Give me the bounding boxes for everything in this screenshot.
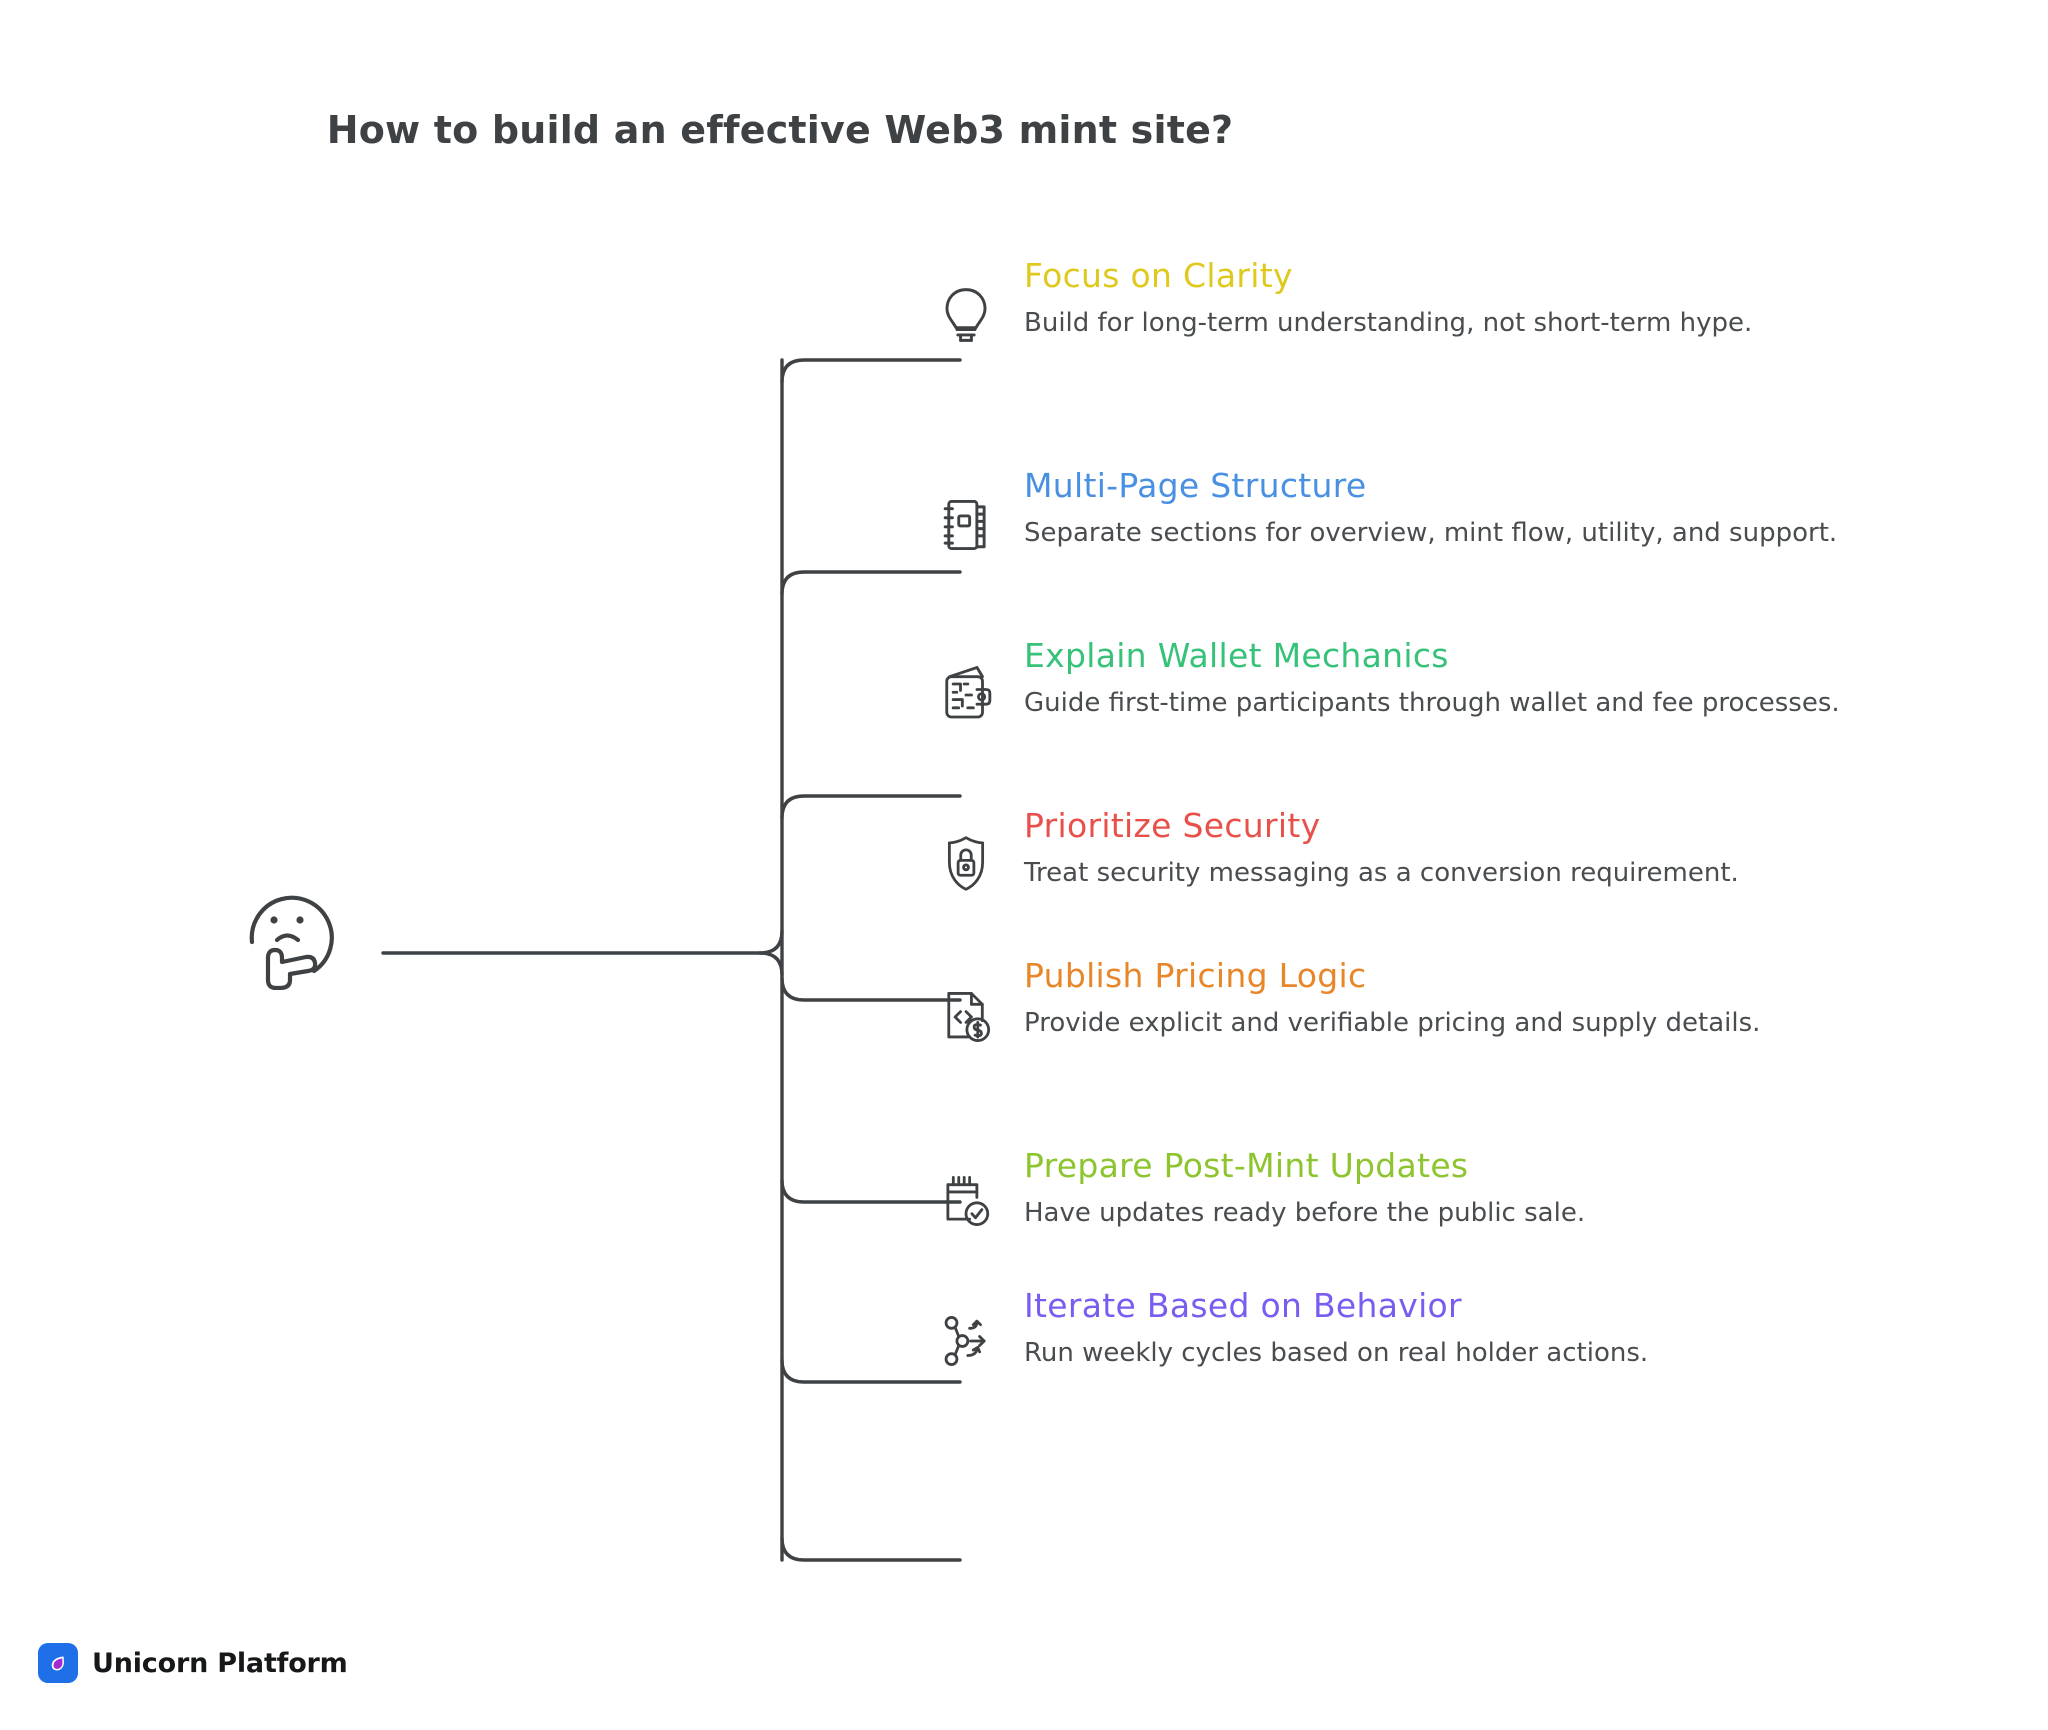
lightbulb-icon — [930, 276, 1002, 354]
branch-item[interactable]: Focus on Clarity Build for long-term und… — [930, 256, 1890, 354]
branch-item[interactable]: Iterate Based on Behavior Run weekly cyc… — [930, 1286, 1890, 1380]
branch-heading: Explain Wallet Mechanics — [1024, 636, 1449, 675]
branch-body: Run weekly cycles based on real holder a… — [1024, 1337, 1649, 1368]
page-title: How to build an effective Web3 mint site… — [326, 108, 1234, 152]
footer-brand-name: Unicorn Platform — [92, 1647, 348, 1679]
wallet-icon — [930, 656, 1002, 734]
branch-text-block: Publish Pricing Logic Provide explicit a… — [1024, 956, 1890, 1040]
branch-text-block: Iterate Based on Behavior Run weekly cyc… — [1024, 1286, 1890, 1370]
branch-text-block: Prioritize Security Treat security messa… — [1024, 806, 1890, 890]
calendar-check-icon — [930, 1162, 1002, 1240]
central-node — [228, 870, 348, 991]
footer-branding[interactable]: Unicorn Platform — [38, 1643, 348, 1683]
shield-lock-icon — [930, 824, 1002, 902]
branch-heading: Prepare Post-Mint Updates — [1024, 1146, 1469, 1185]
branch-heading: Iterate Based on Behavior — [1024, 1286, 1462, 1325]
branch-item[interactable]: Prepare Post-Mint Updates Have updates r… — [930, 1146, 1890, 1240]
branch-heading: Prioritize Security — [1024, 806, 1321, 845]
branch-text-block: Multi-Page Structure Separate sections f… — [1024, 466, 1890, 550]
branch-text-block: Explain Wallet Mechanics Guide first-tim… — [1024, 636, 1890, 720]
branch-nodes-icon — [930, 1302, 1002, 1380]
branch-body: Build for long-term understanding, not s… — [1024, 307, 1753, 338]
code-file-dollar-icon — [930, 978, 1002, 1056]
unicorn-droplet-logo-icon — [38, 1643, 78, 1683]
branch-body: Have updates ready before the public sal… — [1024, 1197, 1586, 1228]
branch-item[interactable]: Publish Pricing Logic Provide explicit a… — [930, 956, 1890, 1056]
branch-item[interactable]: Multi-Page Structure Separate sections f… — [930, 466, 1890, 564]
branch-text-block: Focus on Clarity Build for long-term und… — [1024, 256, 1890, 340]
branch-heading: Publish Pricing Logic — [1024, 956, 1367, 995]
branch-body: Treat security messaging as a conversion… — [1024, 857, 1739, 888]
branch-body: Separate sections for overview, mint flo… — [1024, 517, 1838, 548]
branch-body: Guide first-time participants through wa… — [1024, 687, 1840, 718]
branch-item[interactable]: Prioritize Security Treat security messa… — [930, 806, 1890, 902]
branch-text-block: Prepare Post-Mint Updates Have updates r… — [1024, 1146, 1890, 1230]
thinking-face-icon — [249, 895, 334, 991]
branch-body: Provide explicit and verifiable pricing … — [1024, 1007, 1761, 1038]
notebook-icon — [930, 486, 1002, 564]
branch-heading: Focus on Clarity — [1024, 256, 1293, 295]
branch-item[interactable]: Explain Wallet Mechanics Guide first-tim… — [930, 636, 1890, 734]
branch-heading: Multi-Page Structure — [1024, 466, 1367, 505]
